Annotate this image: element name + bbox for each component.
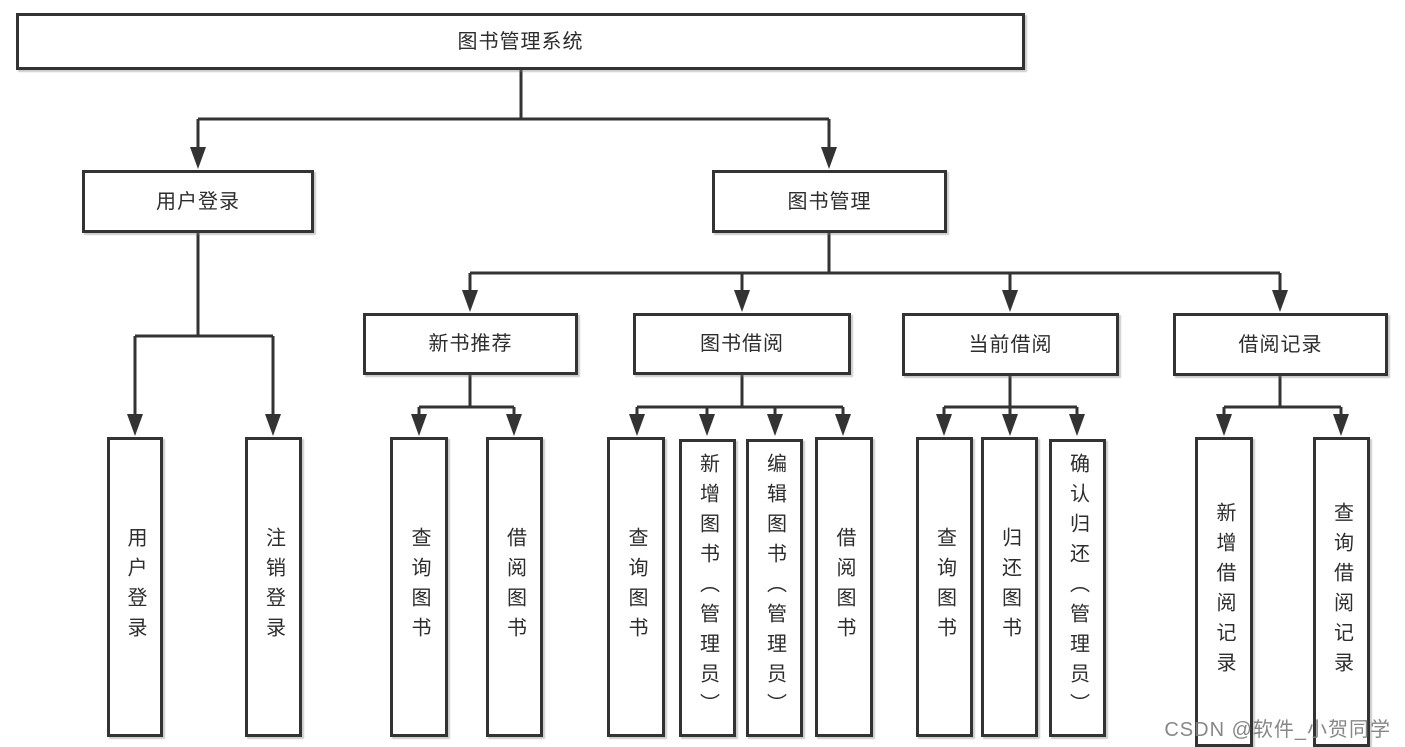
leaf-bb-borrow-books-label: 借阅图书: [833, 527, 855, 647]
leaf-br-add-record: 新增借阅记录: [1195, 437, 1253, 747]
arrowhead: [462, 290, 478, 312]
leaf-cb-return-books: 归还图书: [981, 437, 1038, 737]
node-root: 图书管理系统: [16, 13, 1025, 70]
arrowhead: [506, 414, 522, 436]
leaf-cb-confirm-return-admin-label: 确认归还（管理员）: [1066, 453, 1089, 723]
arrowhead: [1216, 414, 1232, 436]
leaf-nbr-borrow-books: 借阅图书: [486, 437, 543, 737]
arrowhead: [127, 414, 143, 436]
node-root-label: 图书管理系统: [457, 30, 584, 53]
leaf-br-query-record-label: 查询借阅记录: [1330, 502, 1353, 682]
leaf-bb-borrow-books: 借阅图书: [815, 437, 873, 737]
arrowhead: [767, 414, 783, 436]
arrowhead: [821, 147, 837, 169]
node-borrowing-records: 借阅记录: [1173, 313, 1388, 376]
node-current-borrowing: 当前借阅: [902, 313, 1119, 376]
leaf-bb-add-books-admin: 新增图书（管理员）: [679, 439, 736, 737]
leaf-cb-confirm-return-admin: 确认归还（管理员）: [1049, 439, 1106, 737]
arrowhead: [1333, 414, 1349, 436]
node-new-book-recommend-label: 新书推荐: [428, 333, 513, 355]
node-book-management-label: 图书管理: [787, 190, 872, 213]
leaf-nbr-borrow-books-label: 借阅图书: [503, 527, 526, 647]
arrowhead: [699, 414, 715, 436]
arrowhead: [1002, 414, 1018, 436]
leaf-cb-query-books-label: 查询图书: [933, 527, 956, 647]
leaf-logout: 注销登录: [245, 437, 302, 737]
arrowhead: [734, 290, 750, 312]
leaf-bb-query-books-label: 查询图书: [625, 527, 647, 647]
arrowhead: [1272, 290, 1288, 312]
leaf-cb-query-books: 查询图书: [916, 437, 973, 737]
leaf-logout-label: 注销登录: [262, 527, 285, 647]
arrowhead: [190, 147, 206, 169]
arrowhead: [629, 414, 645, 436]
leaf-nbr-query-books: 查询图书: [390, 437, 448, 737]
leaf-user-login-label: 用户登录: [124, 527, 146, 647]
leaf-user-login: 用户登录: [107, 437, 163, 737]
leaf-bb-edit-books-admin-label: 编辑图书（管理员）: [763, 453, 786, 723]
leaf-bb-edit-books-admin: 编辑图书（管理员）: [746, 439, 803, 737]
arrowheads: [127, 147, 1349, 436]
connector-paths: [133, 70, 1343, 418]
csdn-watermark: CSDN @软件_小贺同学: [1164, 719, 1391, 741]
arrowhead: [411, 414, 427, 436]
leaf-br-add-record-label: 新增借阅记录: [1213, 502, 1235, 682]
node-user-login: 用户登录: [82, 170, 314, 233]
node-borrowing-records-label: 借阅记录: [1238, 333, 1323, 356]
leaf-bb-add-books-admin-label: 新增图书（管理员）: [696, 453, 719, 723]
leaf-br-query-record: 查询借阅记录: [1313, 437, 1370, 747]
arrowhead: [936, 414, 952, 436]
leaf-bb-query-books: 查询图书: [607, 437, 665, 737]
node-new-book-recommend: 新书推荐: [363, 313, 578, 375]
node-user-login-label: 用户登录: [156, 190, 240, 213]
node-book-management: 图书管理: [712, 170, 947, 233]
arrowhead: [1069, 414, 1085, 436]
arrowhead: [265, 414, 281, 436]
node-book-borrowing-label: 图书借阅: [700, 333, 784, 355]
node-book-borrowing: 图书借阅: [633, 313, 851, 375]
leaf-nbr-query-books-label: 查询图书: [408, 527, 430, 647]
arrowhead: [835, 414, 851, 436]
node-current-borrowing-label: 当前借阅: [968, 333, 1053, 356]
arrowhead: [1002, 290, 1018, 312]
leaf-cb-return-books-label: 归还图书: [998, 527, 1021, 647]
